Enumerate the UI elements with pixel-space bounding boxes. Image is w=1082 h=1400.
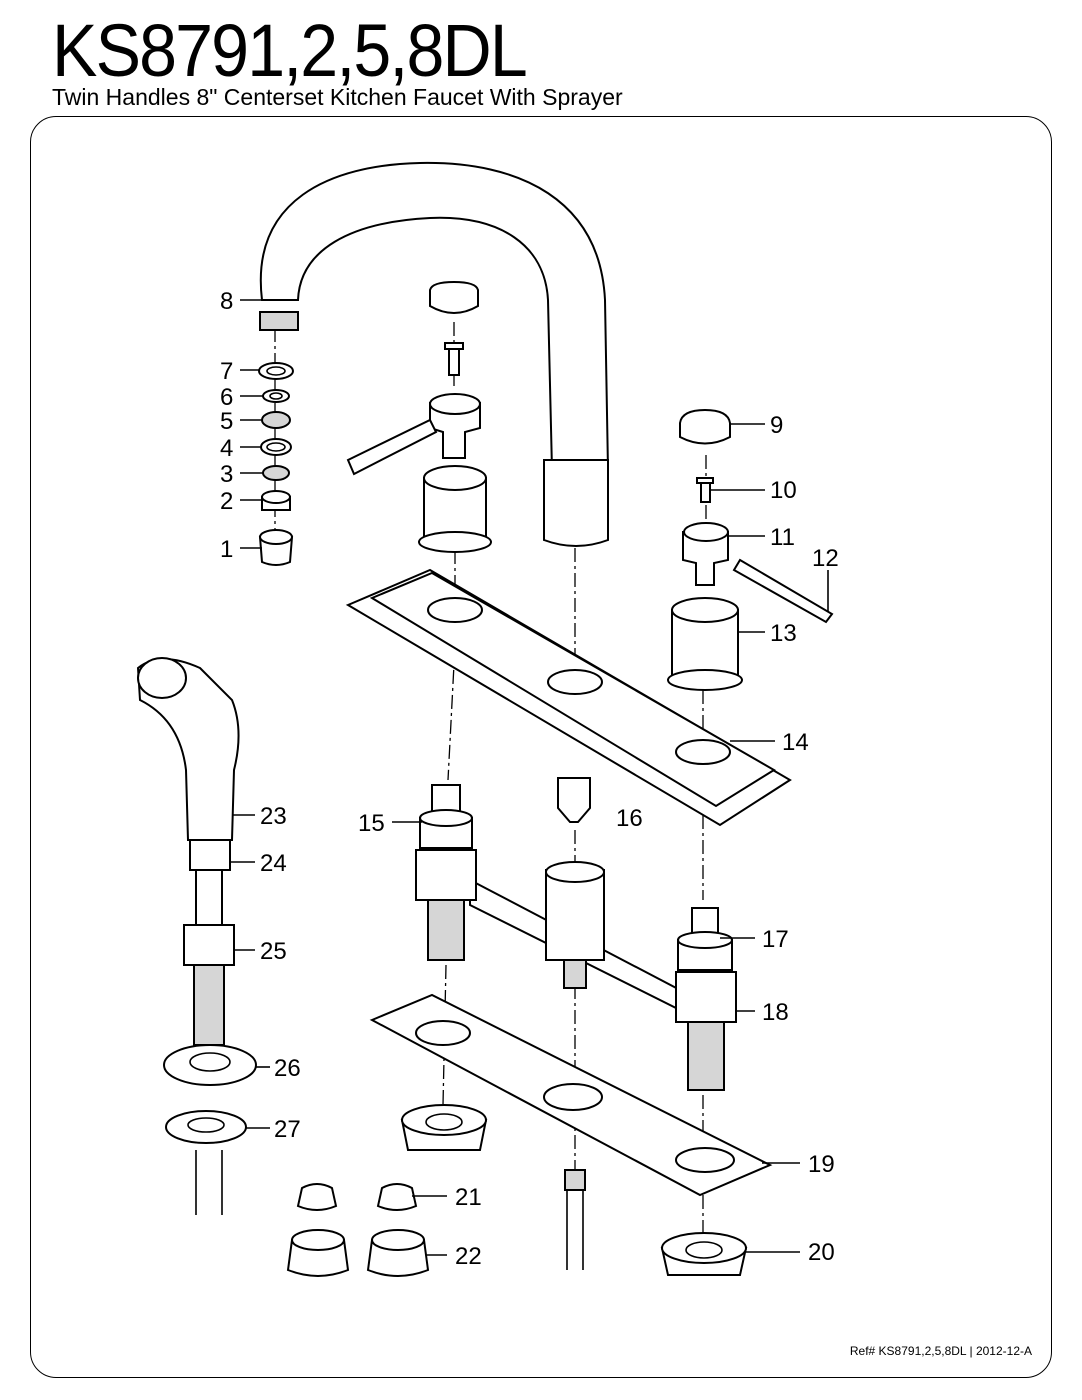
callout-24: 24 [260, 850, 287, 877]
callout-18: 18 [762, 999, 789, 1026]
callout-17: 17 [762, 926, 789, 953]
compression-fittings [286, 1183, 430, 1277]
callout-2: 2 [220, 488, 233, 515]
part-callouts: 1 2 3 4 5 6 7 8 9 10 11 12 13 14 15 16 1… [220, 288, 839, 1270]
diagram-frame [30, 116, 1052, 1378]
right-handle-assembly [667, 408, 834, 691]
product-description: Twin Handles 8" Centerset Kitchen Faucet… [52, 84, 623, 110]
callout-26: 26 [274, 1055, 301, 1082]
callout-9: 9 [770, 412, 783, 439]
callout-4: 4 [220, 435, 233, 462]
callout-11: 11 [770, 524, 795, 551]
valve-body [415, 777, 737, 1091]
callout-19: 19 [808, 1151, 835, 1178]
callout-21: 21 [455, 1184, 482, 1211]
spout [259, 161, 610, 547]
callout-3: 3 [220, 461, 233, 488]
callout-20: 20 [808, 1239, 835, 1266]
leader-lines [230, 299, 829, 1256]
deck-plate [345, 568, 792, 827]
callout-12: 12 [812, 545, 839, 572]
callout-16: 16 [616, 805, 643, 832]
callout-14: 14 [782, 729, 809, 756]
callout-10: 10 [770, 477, 797, 504]
aerator-parts [258, 362, 294, 566]
side-sprayer [136, 657, 257, 1215]
callout-22: 22 [455, 1243, 482, 1270]
callout-13: 13 [770, 620, 797, 647]
bottom-gasket [369, 993, 773, 1197]
callout-6: 6 [220, 384, 233, 411]
left-handle-assembly [346, 280, 492, 553]
callout-7: 7 [220, 358, 233, 385]
callout-1: 1 [220, 536, 233, 563]
callout-15: 15 [358, 810, 385, 837]
mounting-nuts [400, 1104, 748, 1276]
callout-5: 5 [220, 408, 233, 435]
callout-8: 8 [220, 288, 233, 315]
model-number: KS8791,2,5,8DL [52, 9, 528, 92]
reference-number: Ref# KS8791,2,5,8DL | 2012-12-A [849, 1344, 1032, 1358]
callout-23: 23 [260, 803, 287, 830]
callout-25: 25 [260, 938, 287, 965]
supply-hose [564, 1169, 586, 1270]
callout-27: 27 [274, 1116, 301, 1143]
